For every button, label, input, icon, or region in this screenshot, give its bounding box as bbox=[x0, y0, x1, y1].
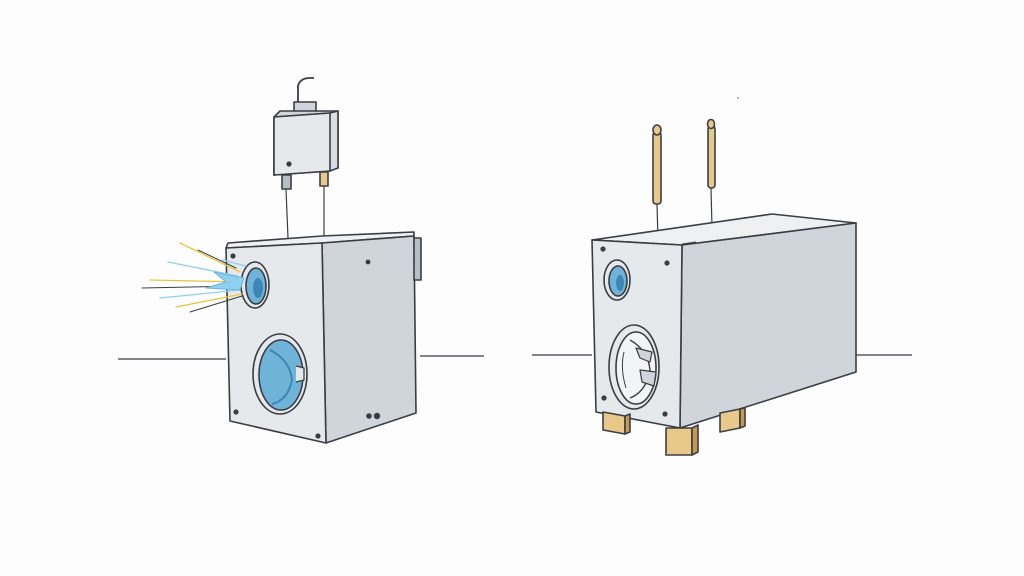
foot-back-side bbox=[739, 407, 746, 429]
foot-front-left bbox=[602, 411, 626, 435]
foot-front-right bbox=[665, 427, 693, 456]
screw bbox=[600, 246, 606, 252]
screw bbox=[662, 411, 668, 417]
screw bbox=[601, 395, 607, 401]
left-box-side bbox=[321, 235, 417, 444]
module-leg-left bbox=[281, 174, 292, 190]
speaker-box-on-wood-feet bbox=[591, 118, 857, 456]
antenna-rods-icon bbox=[652, 118, 716, 241]
sound-burst-icon bbox=[141, 242, 247, 313]
module-leg-right bbox=[319, 171, 329, 187]
left-box-side-plate bbox=[413, 237, 422, 281]
foot-front-right-side bbox=[691, 424, 699, 456]
woofer-opening-icon bbox=[252, 333, 308, 415]
jack-icon bbox=[366, 412, 381, 420]
foot-front-left-side bbox=[624, 413, 631, 435]
module-cable bbox=[297, 77, 314, 104]
speck bbox=[737, 97, 739, 99]
module-wire-left bbox=[285, 188, 289, 239]
rod-left bbox=[652, 131, 662, 205]
ground-lines bbox=[118, 354, 912, 360]
module-screw bbox=[286, 161, 292, 167]
top-module-icon bbox=[273, 77, 339, 239]
module-front bbox=[273, 112, 331, 176]
port-tube-icon bbox=[603, 259, 631, 301]
speaker-box-with-top-module bbox=[141, 77, 422, 444]
rod-right-tip bbox=[706, 118, 716, 130]
screw bbox=[233, 409, 239, 415]
screw bbox=[230, 253, 236, 259]
rod-right bbox=[707, 125, 716, 189]
screw bbox=[315, 433, 321, 439]
port-tube-icon bbox=[240, 261, 270, 309]
open-driver-cavity-icon bbox=[608, 324, 660, 410]
screw bbox=[365, 259, 371, 265]
foot-back bbox=[719, 408, 741, 433]
rod-left-tip bbox=[652, 124, 662, 136]
rod-wire-right bbox=[710, 187, 713, 229]
screw bbox=[664, 260, 670, 266]
wood-feet-icon bbox=[602, 407, 746, 456]
top-seam bbox=[681, 241, 697, 245]
